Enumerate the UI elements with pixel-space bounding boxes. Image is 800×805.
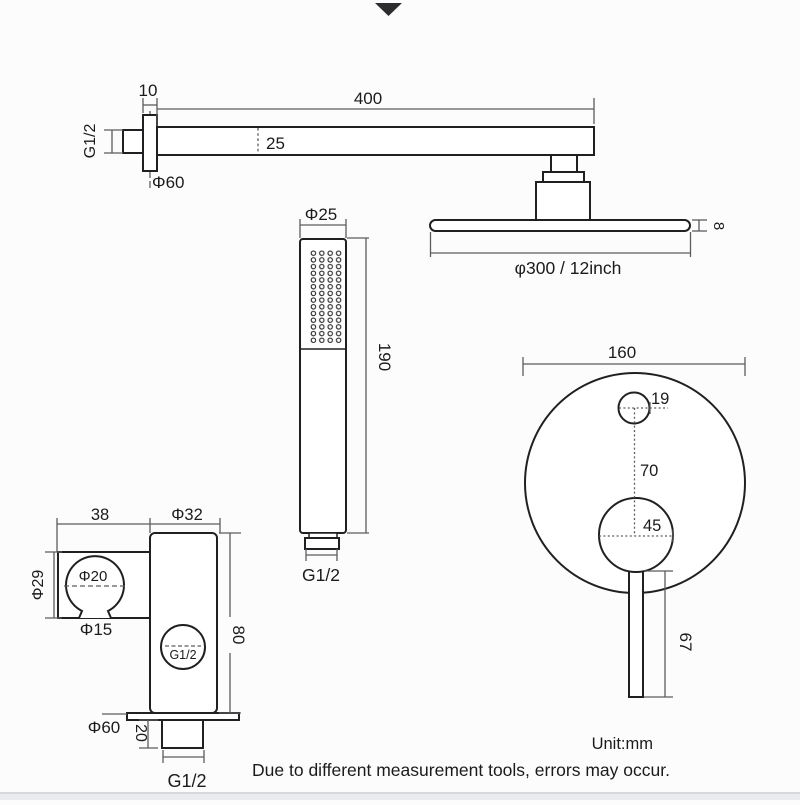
dim-mixer-button-dia-label: 19	[651, 390, 669, 408]
dim-head-thickness-label: 8	[710, 222, 727, 230]
dim-arm-thread-label: G1/2	[82, 124, 99, 159]
dim-body-height-label: 80	[229, 626, 248, 645]
footer-divider	[0, 792, 800, 800]
bracket-inlet-thread	[161, 719, 204, 749]
dim-bracket-inlet-thread-label: G1/2	[167, 771, 206, 791]
hand-shower-diagram: Φ25 190 G1/2	[299, 205, 394, 585]
dim-thread-length-label: 20	[132, 724, 149, 742]
dim-body-dia-label: Φ32	[171, 506, 203, 524]
arm-inlet-thread	[122, 129, 144, 154]
dim-holder-outer-dia-label: Φ29	[30, 570, 47, 601]
mixer-handle-lever	[628, 569, 644, 698]
dim-arm-flange-width-label: 10	[139, 81, 158, 100]
arm-tube	[156, 126, 595, 156]
hand-shower-thread	[304, 537, 340, 550]
wall-bracket-diagram: G1/2 38 Φ32 Φ29 Φ20 Φ15 80 Φ60 20	[30, 506, 248, 791]
unit-note: Unit:mm	[592, 735, 653, 753]
mixer-valve-diagram: 160 19 70 45 67	[522, 343, 746, 698]
dim-mixer-width-label: 160	[608, 343, 636, 362]
dim-mixer-handle-base-label: 45	[643, 517, 661, 535]
dim-head-diameter-label: φ300 / 12inch	[515, 258, 622, 278]
shower-arm-diagram: 10 400 25 G1/2 Φ60	[82, 81, 595, 221]
bracket-holder-clip	[65, 555, 125, 619]
dim-mixer-spacing-label: 70	[640, 462, 658, 480]
dim-arm-height-label: 25	[266, 134, 285, 153]
dim-mixer-handle-length-label: 67	[676, 633, 695, 652]
dim-hand-shower-thread-label: G1/2	[302, 565, 340, 585]
dim-arm-flange-dia-label: Φ60	[152, 173, 184, 192]
arm-wall-flange	[142, 114, 158, 172]
mixer-handle-base	[598, 497, 674, 573]
arm-joint-block	[535, 181, 591, 221]
footer-bar	[0, 794, 800, 800]
dim-bracket-flange-dia-label: Φ60	[88, 718, 120, 737]
dim-bracket-outlet-thread-label: G1/2	[169, 648, 196, 662]
dim-hand-shower-length-label: 190	[375, 343, 394, 371]
arm-joint-step	[542, 171, 585, 183]
bracket-body	[149, 532, 218, 714]
footer-notes: Unit:mm Due to different measurement too…	[252, 735, 670, 780]
carousel-arrow-icon[interactable]	[375, 3, 402, 16]
overhead-shower-diagram: 8 φ300 / 12inch	[429, 219, 727, 278]
bracket-outlet-port	[160, 624, 206, 670]
dim-holder-width-label: 38	[91, 506, 109, 524]
disclaimer-text: Due to different measurement tools, erro…	[252, 760, 670, 780]
bracket-wall-flange	[126, 712, 240, 721]
dim-arm-length-label: 400	[354, 89, 382, 108]
dim-holder-inner-dia-label: Φ20	[79, 568, 108, 585]
spray-nozzle-grid	[310, 250, 344, 343]
dim-holder-opening-label: Φ15	[80, 620, 112, 639]
shower-head-plate	[429, 219, 691, 232]
arm-joint-neck	[550, 154, 578, 173]
dim-hand-shower-dia-label: Φ25	[305, 205, 337, 224]
